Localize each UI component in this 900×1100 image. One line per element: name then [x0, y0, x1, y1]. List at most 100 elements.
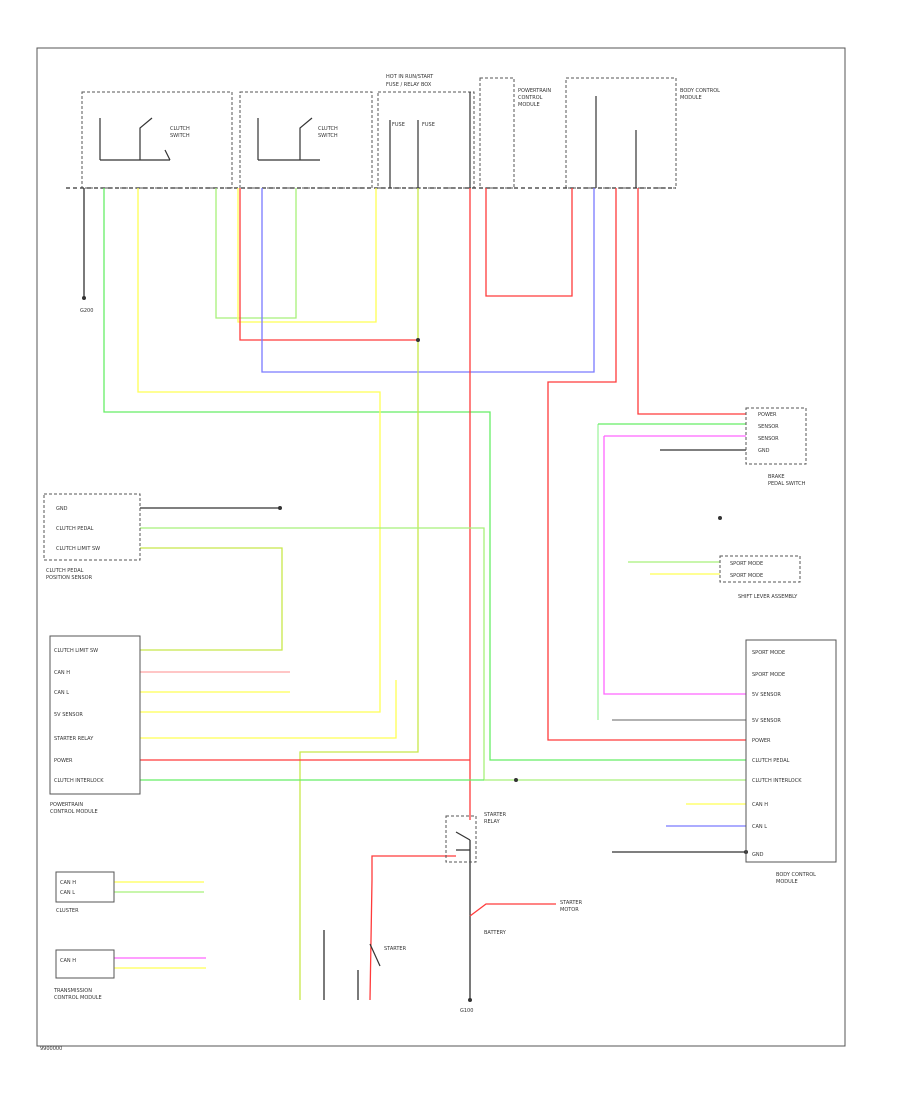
ecm-row-3: CAN L [54, 690, 69, 696]
clutch-box-caption-b: POSITION SENSOR [46, 575, 93, 581]
wire-light-green-loop [215, 188, 297, 319]
fuse-box-subtitle: FUSE / RELAY BOX [386, 82, 432, 88]
wire-blue [261, 188, 595, 373]
wire-red-left [239, 188, 418, 341]
ground-dot-sensor [718, 516, 722, 520]
transmission-row-1: CAN H [60, 958, 76, 964]
wire-clutch-limit [140, 547, 283, 651]
ecm-caption: POWERTRAIN [50, 802, 83, 808]
rcm-row-8: CAN H [752, 802, 768, 808]
ecm-row-2: CAN H [54, 670, 70, 676]
ecm-caption-b: CONTROL MODULE [50, 809, 98, 815]
rcm-row-5: POWER [752, 738, 771, 744]
cluster-box [55, 871, 115, 903]
clutch-switch-symbol-1 [99, 117, 171, 161]
rcm-row-3: 5V SENSOR [752, 692, 781, 698]
clutch-switch-symbol-2 [257, 117, 320, 161]
fuse-label-b: FUSE [422, 122, 435, 128]
brake-caption: BRAKE [768, 474, 785, 480]
ground-dot-clutch [278, 506, 282, 510]
rcm-row-1: SPORT MODE [752, 650, 785, 656]
rcm-row-4: 5V SENSOR [752, 718, 781, 724]
wire-red-loop [485, 188, 573, 297]
wire-row-5 [140, 680, 397, 739]
left-modules: GND CLUTCH PEDAL CLUTCH LIMIT SW CLUTCH … [43, 493, 141, 1001]
cluster-caption: CLUSTER [56, 908, 79, 914]
rcm-row-7: CLUTCH INTERLOCK [752, 778, 802, 784]
clutch-box-row-3: CLUTCH LIMIT SW [56, 546, 100, 552]
battery-label: BATTERY [484, 930, 507, 936]
starter-relay-box [445, 815, 477, 863]
ecm-row-1: CLUTCH LIMIT SW [54, 648, 98, 654]
footer-code: 9900000 [40, 1046, 62, 1052]
starter-relay-label: STARTER [484, 812, 507, 818]
right-modules: POWER SENSOR SENSOR GND BRAKE PEDAL SWIT… [719, 407, 837, 885]
wire-red-bcm [637, 188, 746, 415]
rcm-row-9: CAN L [752, 824, 767, 830]
wire-starter-feed [469, 903, 556, 917]
brake-row-4: GND [758, 448, 770, 454]
clutch-box-row-2: CLUTCH PEDAL [56, 526, 94, 532]
top-components: CLUTCH SWITCH CLUTCH SWITCH HOT IN RUN/S… [66, 74, 720, 189]
starter-relay-contact [455, 831, 471, 851]
ecm-row-4: 5V SENSOR [54, 712, 83, 718]
bcm-label-b: MODULE [680, 95, 702, 101]
ground-label-bottom: G100 [460, 1008, 473, 1014]
ecm-row-5: STARTER RELAY [54, 736, 94, 742]
starter-relay-label-b: RELAY [484, 819, 501, 825]
wire-green-main [103, 188, 746, 761]
cluster-row-1: CAN H [60, 880, 76, 886]
wire-clutch-pedal [140, 527, 746, 781]
starter-feed-label: STARTER [560, 900, 583, 906]
powertrain-label-c: MODULE [518, 102, 540, 108]
ground-dot-bottom [468, 998, 472, 1002]
fuse-relay-box [377, 91, 475, 189]
clutch-switch-block-2 [239, 91, 373, 189]
brake-row-1: POWER [758, 412, 777, 418]
shift-row-2: SPORT MODE [730, 573, 763, 579]
diagram-frame [36, 47, 846, 1047]
clutch-box-row-1: GND [56, 506, 68, 512]
brake-row-3: SENSOR [758, 436, 779, 442]
ground-dot-left [82, 296, 86, 300]
wire-yellow-green-vertical [299, 188, 419, 1000]
transmission-caption: TRANSMISSION [53, 988, 92, 994]
starter-switch-label: STARTER [384, 946, 407, 952]
ground-label-left: G200 [80, 308, 93, 314]
wire-yellow-short [237, 188, 377, 323]
cluster-row-2: CAN L [60, 890, 75, 896]
right-control-module-box [745, 639, 837, 863]
starter-switch [369, 943, 381, 967]
ecm-row-7: CLUTCH INTERLOCK [54, 778, 104, 784]
clutch-box-caption: CLUTCH PEDAL [46, 568, 84, 574]
brake-row-2: SENSOR [758, 424, 779, 430]
connector-dots [82, 296, 748, 1002]
transmission-box [55, 949, 115, 979]
shift-lever-box [719, 555, 801, 583]
clutch-pedal-switch-box [43, 493, 141, 561]
powertrain-module-block [479, 77, 515, 189]
wire-pink-loop [603, 436, 746, 695]
splice-green [514, 778, 518, 782]
transmission-caption-b: CONTROL MODULE [54, 995, 102, 1001]
shift-caption: SHIFT LEVER ASSEMBLY [738, 594, 798, 600]
starter-feed-label-b: MOTOR [560, 907, 579, 913]
rcm-row-2: SPORT MODE [752, 672, 785, 678]
shift-row-1: SPORT MODE [730, 561, 763, 567]
splice-red [416, 338, 420, 342]
powertrain-label-b: CONTROL [518, 95, 543, 101]
clutch-switch-block-1 [81, 91, 233, 189]
wire-red-right-loop [547, 188, 746, 741]
fuse-label-a: FUSE [392, 122, 405, 128]
bcm-label: BODY CONTROL [680, 88, 720, 94]
brake-pedal-switch-box [745, 407, 807, 465]
rcm-row-10: GND [752, 852, 764, 858]
rcm-caption-b: MODULE [776, 879, 798, 885]
clutch-switch-label-2b: SWITCH [318, 133, 338, 139]
powertrain-label: POWERTRAIN [518, 88, 551, 94]
fuse-box-title: HOT IN RUN/START [386, 74, 434, 80]
wires: G200 [80, 188, 746, 1001]
engine-control-module-box [49, 635, 141, 795]
clutch-switch-label-1: CLUTCH [170, 126, 190, 132]
